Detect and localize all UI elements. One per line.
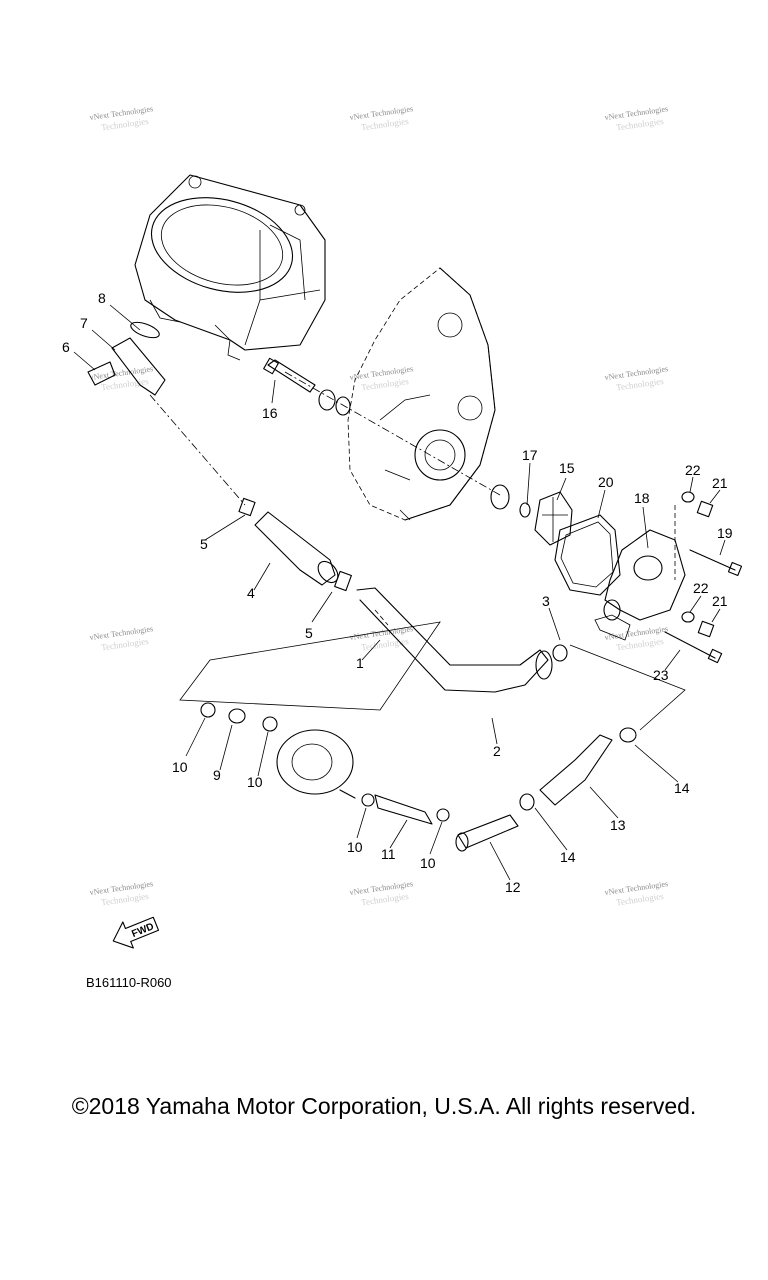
callout-15: 15 — [559, 460, 575, 476]
callout-21: 21 — [712, 475, 728, 491]
watermark: Technologies vNext Technologies — [349, 879, 414, 907]
fwd-arrow-icon — [112, 916, 160, 949]
callout-19: 19 — [717, 525, 733, 541]
bolts-drawing — [664, 491, 743, 664]
callout-22: 22 — [685, 462, 701, 478]
callouts: 8 7 6 16 17 15 20 22 21 18 19 22 21 23 3… — [62, 290, 733, 895]
watermark: Technologies vNext Technologies — [604, 104, 669, 132]
callout-16: 16 — [262, 405, 278, 421]
copyright-text: ©2018 Yamaha Motor Corporation, U.S.A. A… — [71, 1093, 697, 1119]
callout-10: 10 — [347, 839, 363, 855]
callout-21: 21 — [712, 593, 728, 609]
callout-9: 9 — [213, 767, 221, 783]
watermark: Technologies vNext Technologies — [349, 104, 414, 132]
callout-10: 10 — [247, 774, 263, 790]
fwd-label: FWD — [130, 921, 155, 940]
callout-6: 7 — [80, 315, 88, 331]
watermark: Technologies vNext Technologies — [89, 104, 154, 132]
callout-11: 11 — [381, 846, 396, 862]
watermark: Technologies vNext Technologies — [349, 624, 414, 652]
crankcase-cover-drawing — [347, 267, 496, 521]
callout-12: 12 — [505, 879, 521, 895]
callout-1: 1 — [356, 655, 364, 671]
watermark: Technologies vNext Technologies — [604, 879, 669, 907]
watermark: Technologies vNext Technologies — [604, 364, 669, 392]
watermark-group: Technologies vNext Technologies Technolo… — [89, 104, 669, 907]
callout-22: 22 — [693, 580, 709, 596]
fwd-arrow: FWD — [112, 916, 160, 949]
watermark: Technologies vNext Technologies — [89, 879, 154, 907]
callout-7: 6 — [62, 339, 70, 355]
diagram-reference: B161110-R060 — [86, 975, 172, 990]
lower-hoses-drawing — [200, 644, 637, 852]
callout-5: 5 — [305, 625, 313, 641]
sensor-parts-drawing — [87, 321, 246, 506]
callout-2: 2 — [493, 743, 501, 759]
callout-10: 10 — [172, 759, 188, 775]
watermark: Technologies vNext Technologies — [604, 624, 669, 652]
leader-lines — [73, 304, 726, 881]
callout-18: 18 — [634, 490, 650, 506]
cylinder-block-drawing — [134, 174, 326, 361]
watermark: Technologies vNext Technologies — [89, 364, 154, 392]
callout-3: 3 — [542, 593, 550, 609]
callout-4: 4 — [247, 585, 255, 601]
pump-housing-drawing — [594, 529, 686, 641]
assembly-lines — [179, 621, 686, 731]
pump-shaft-drawing — [263, 357, 501, 496]
watermark: Technologies vNext Technologies — [349, 364, 414, 392]
callout-20: 20 — [598, 474, 614, 490]
callout-23: 23 — [653, 667, 669, 683]
hose-4-drawing — [238, 497, 352, 592]
callout-14: 14 — [674, 780, 690, 796]
callout-8: 8 — [98, 290, 106, 306]
callout-14: 14 — [560, 849, 576, 865]
callout-10: 10 — [420, 855, 436, 871]
watermark: Technologies vNext Technologies — [89, 624, 154, 652]
callout-17: 17 — [522, 447, 538, 463]
callout-5: 5 — [200, 536, 208, 552]
callout-13: 13 — [610, 817, 626, 833]
gasket-drawing — [554, 514, 621, 596]
